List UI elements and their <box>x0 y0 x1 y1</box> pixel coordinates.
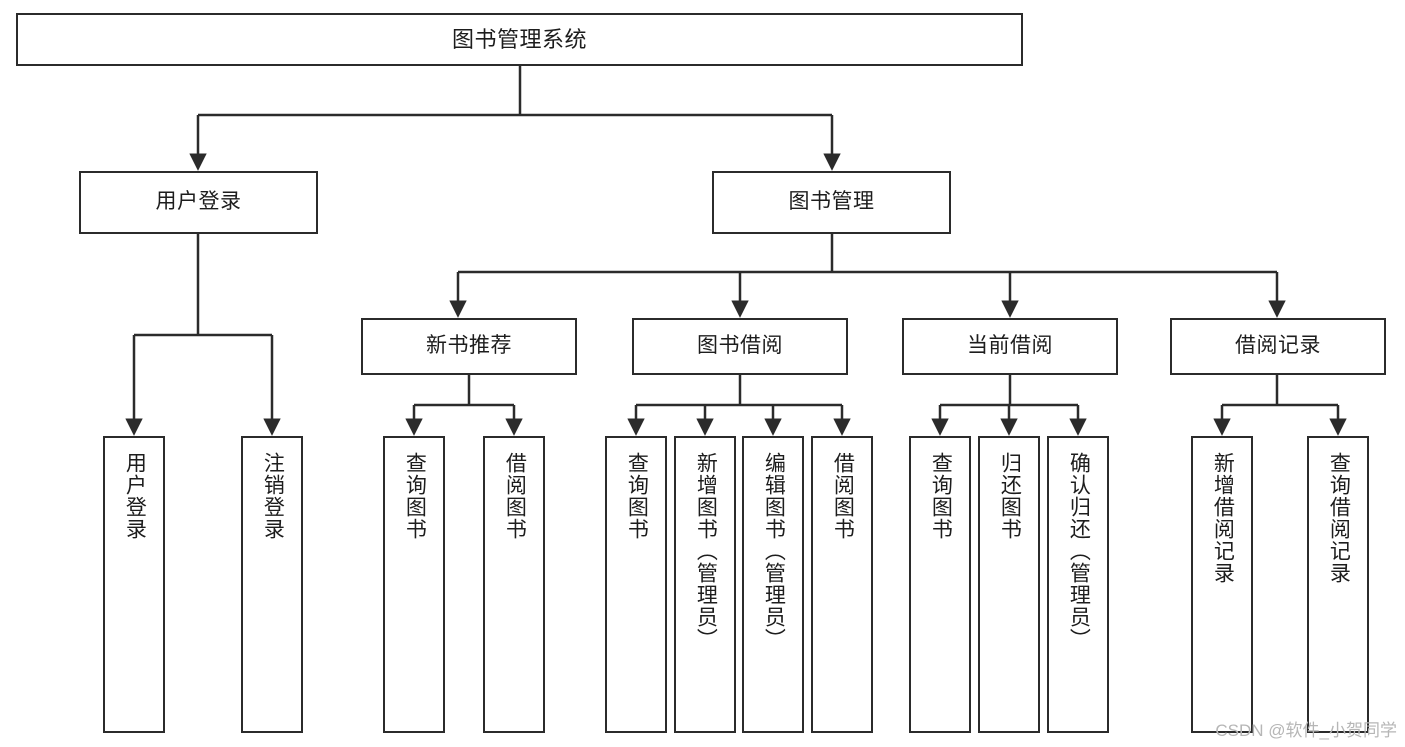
node-leaf-user-login-label: 用户登录 <box>123 452 147 540</box>
node-leaf-borrow-book-1-label: 借阅图书 <box>503 452 527 540</box>
node-leaf-return-book-label: 归还图书 <box>998 452 1022 540</box>
node-leaf-borrow-book-1[interactable]: 借阅图书 <box>483 436 545 733</box>
node-borrow-record-label: 借阅记录 <box>1235 334 1321 358</box>
node-leaf-add-record-label: 新增借阅记录 <box>1211 452 1235 584</box>
node-leaf-logout[interactable]: 注销登录 <box>241 436 303 733</box>
node-book-borrow-label: 图书借阅 <box>697 334 783 358</box>
node-current-borrow-label: 当前借阅 <box>967 334 1053 358</box>
node-leaf-query-record-label: 查询借阅记录 <box>1327 452 1351 584</box>
node-leaf-query-book-1[interactable]: 查询图书 <box>383 436 445 733</box>
node-new-book-rec-label: 新书推荐 <box>426 334 512 358</box>
node-current-borrow[interactable]: 当前借阅 <box>902 318 1118 375</box>
node-leaf-user-login[interactable]: 用户登录 <box>103 436 165 733</box>
node-root-label: 图书管理系统 <box>451 26 587 52</box>
node-leaf-query-book-2[interactable]: 查询图书 <box>605 436 667 733</box>
node-leaf-edit-book-admin-label: 编辑图书（管理员） <box>762 452 786 650</box>
node-leaf-logout-label: 注销登录 <box>261 452 285 540</box>
node-leaf-borrow-book-2[interactable]: 借阅图书 <box>811 436 873 733</box>
node-book-manage[interactable]: 图书管理 <box>712 171 951 234</box>
node-leaf-borrow-book-2-label: 借阅图书 <box>831 452 855 540</box>
node-leaf-add-book-admin-label: 新增图书（管理员） <box>694 452 718 650</box>
node-leaf-return-book[interactable]: 归还图书 <box>978 436 1040 733</box>
node-leaf-confirm-return-admin[interactable]: 确认归还（管理员） <box>1047 436 1109 733</box>
node-leaf-add-book-admin[interactable]: 新增图书（管理员） <box>674 436 736 733</box>
node-leaf-query-record[interactable]: 查询借阅记录 <box>1307 436 1369 733</box>
node-leaf-add-record[interactable]: 新增借阅记录 <box>1191 436 1253 733</box>
node-leaf-query-book-2-label: 查询图书 <box>625 452 649 540</box>
node-new-book-rec[interactable]: 新书推荐 <box>361 318 577 375</box>
node-leaf-confirm-return-admin-label: 确认归还（管理员） <box>1067 452 1091 650</box>
node-user-login-label: 用户登录 <box>155 190 242 214</box>
node-leaf-query-book-3[interactable]: 查询图书 <box>909 436 971 733</box>
node-book-manage-label: 图书管理 <box>788 190 875 214</box>
node-leaf-edit-book-admin[interactable]: 编辑图书（管理员） <box>742 436 804 733</box>
node-book-borrow[interactable]: 图书借阅 <box>632 318 848 375</box>
node-leaf-query-book-1-label: 查询图书 <box>403 452 427 540</box>
node-user-login[interactable]: 用户登录 <box>79 171 318 234</box>
node-leaf-query-book-3-label: 查询图书 <box>929 452 953 540</box>
node-borrow-record[interactable]: 借阅记录 <box>1170 318 1386 375</box>
node-root[interactable]: 图书管理系统 <box>16 13 1023 66</box>
csdn-watermark: CSDN @软件_小贺同学 <box>1215 721 1397 740</box>
